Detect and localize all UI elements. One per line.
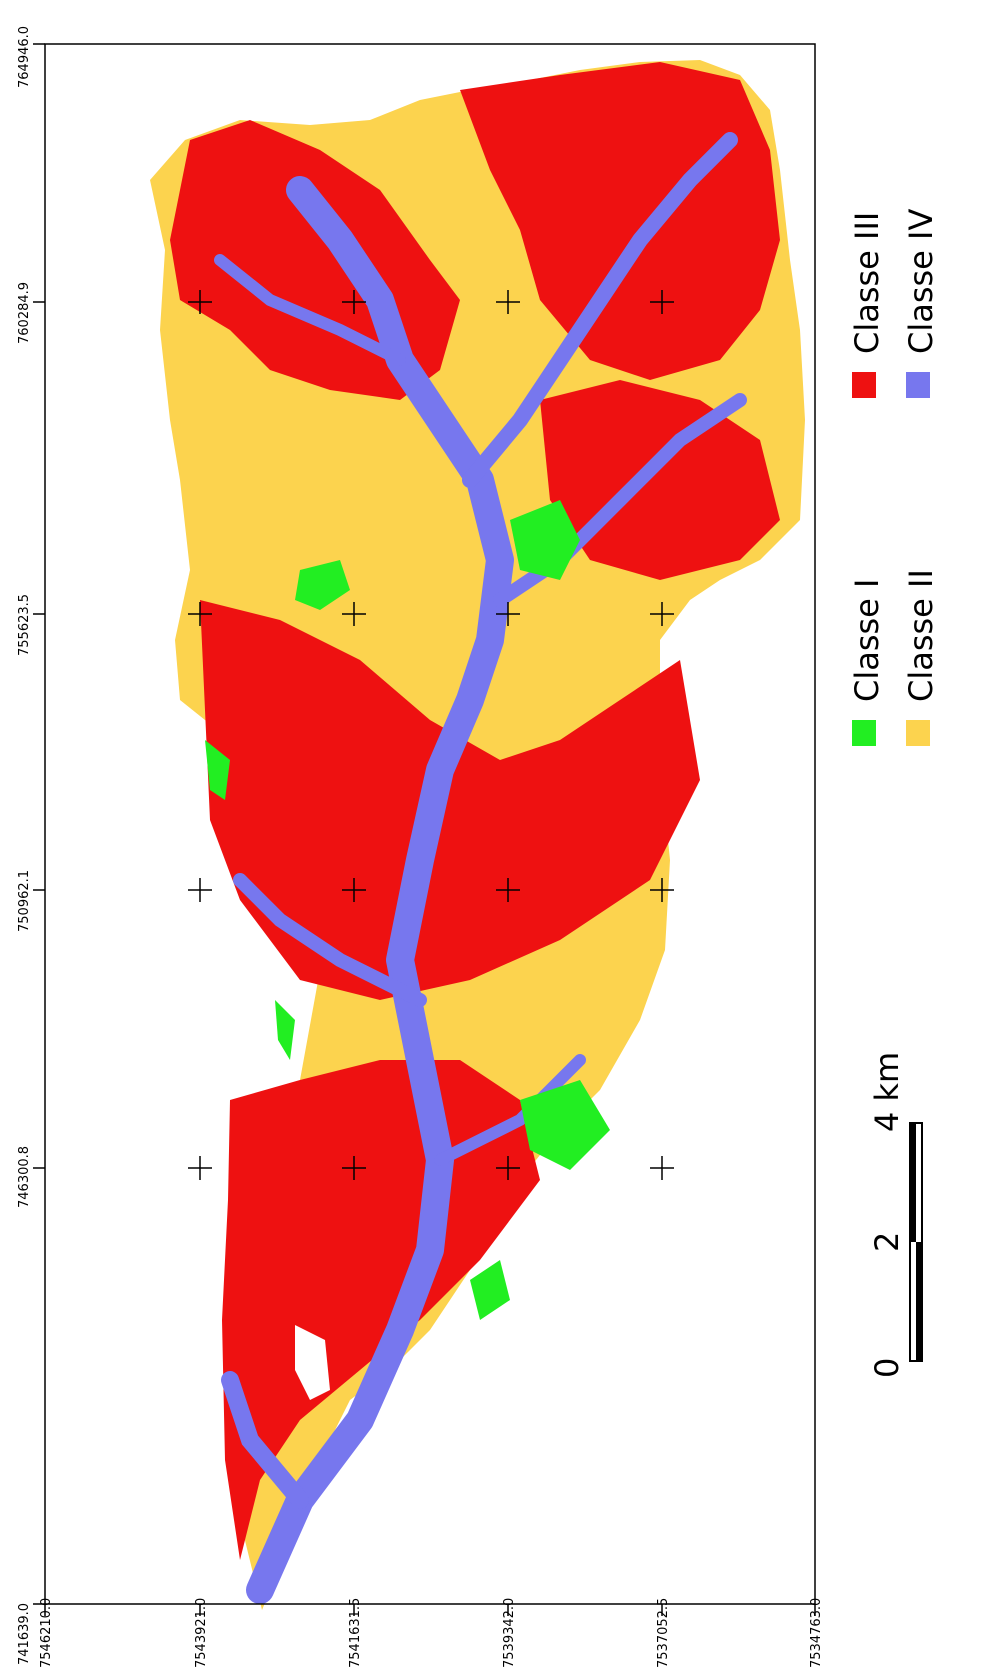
grid-cross (496, 878, 520, 902)
map-hole (295, 1325, 330, 1400)
scale-bar-fill (916, 1242, 922, 1361)
legend-label-classe-i: Classe I (848, 579, 886, 702)
legend-label-classe-ii: Classe II (902, 569, 940, 702)
y-tick-label: 7541631.5 (348, 1598, 363, 1668)
scale-label-2: 2 (868, 1232, 906, 1252)
legend-swatch-classe-i (852, 720, 876, 746)
y-tick-label: 7537052.5 (656, 1598, 671, 1668)
region-classe-iii-e (540, 380, 780, 580)
map-frame (44, 43, 816, 1605)
y-tick-label: 7543921.0 (194, 1598, 209, 1668)
region-classe-iv-branch-1 (462, 132, 738, 488)
x-tick-label: 746300.8 (17, 1146, 32, 1208)
region-classe-iii-b (460, 62, 780, 380)
region-classe-iv-branch-6 (221, 1371, 309, 1509)
grid-cross (188, 878, 212, 902)
region-classe-iv-branch-4 (214, 254, 406, 366)
grid-cross (188, 290, 212, 314)
x-tick-label: 750962.1 (17, 870, 32, 932)
region-classe-iv-branch-5 (434, 1054, 586, 1166)
region-classe-iii-c (200, 600, 700, 1000)
scale-label-0: 0 (868, 1358, 906, 1378)
scale-bar: 0 2 4 km (868, 1052, 923, 1378)
legend-swatch-classe-iii (852, 372, 876, 398)
grid-cross (342, 290, 366, 314)
region-classe-i-e (205, 740, 230, 800)
map-content (150, 60, 805, 1610)
x-tick-label: 760284.9 (17, 282, 32, 344)
region-classe-i-b (510, 500, 580, 580)
grid-cross (496, 290, 520, 314)
region-classe-i-f (275, 1000, 295, 1060)
grid-cross (496, 602, 520, 626)
grid-cross (188, 1156, 212, 1180)
scale-label-4km: 4 km (868, 1052, 906, 1132)
legend-swatch-classe-iv (906, 372, 930, 398)
x-tick-label: 741639.0 (17, 1603, 32, 1665)
y-axis-ticks (33, 43, 45, 1605)
grid-cross (496, 1156, 520, 1180)
y-tick-label: 7534763.0 (809, 1598, 824, 1668)
region-classe-i-c (520, 1080, 610, 1170)
grid-cross (188, 602, 212, 626)
x-tick-label: 755623.5 (17, 594, 32, 656)
region-classe-i-a (295, 560, 350, 610)
x-tick-label: 764946.0 (17, 26, 32, 88)
region-classe-iv-branch-3 (233, 873, 427, 1007)
grid-cross (650, 878, 674, 902)
region-classe-i-d (470, 1260, 510, 1320)
legend-label-classe-iv: Classe IV (902, 209, 940, 354)
grid-cross (342, 878, 366, 902)
legend-label-classe-iii: Classe III (848, 212, 886, 354)
y-tick-label: 7546210.0 (39, 1598, 54, 1668)
grid-cross (342, 602, 366, 626)
x-axis-ticks (44, 1604, 816, 1616)
grid-cross (650, 1156, 674, 1180)
region-classe-iii-d (222, 1060, 540, 1560)
grid-cross (342, 1156, 366, 1180)
grid-cross (650, 290, 674, 314)
legend-swatch-classe-ii (906, 720, 930, 746)
legend: Classe I Classe II Classe III Classe IV (848, 209, 940, 746)
grid-crosses (188, 290, 674, 1180)
grid-cross (650, 602, 674, 626)
y-tick-label: 7539342.0 (502, 1598, 517, 1668)
scale-bar-fill (910, 1123, 916, 1242)
